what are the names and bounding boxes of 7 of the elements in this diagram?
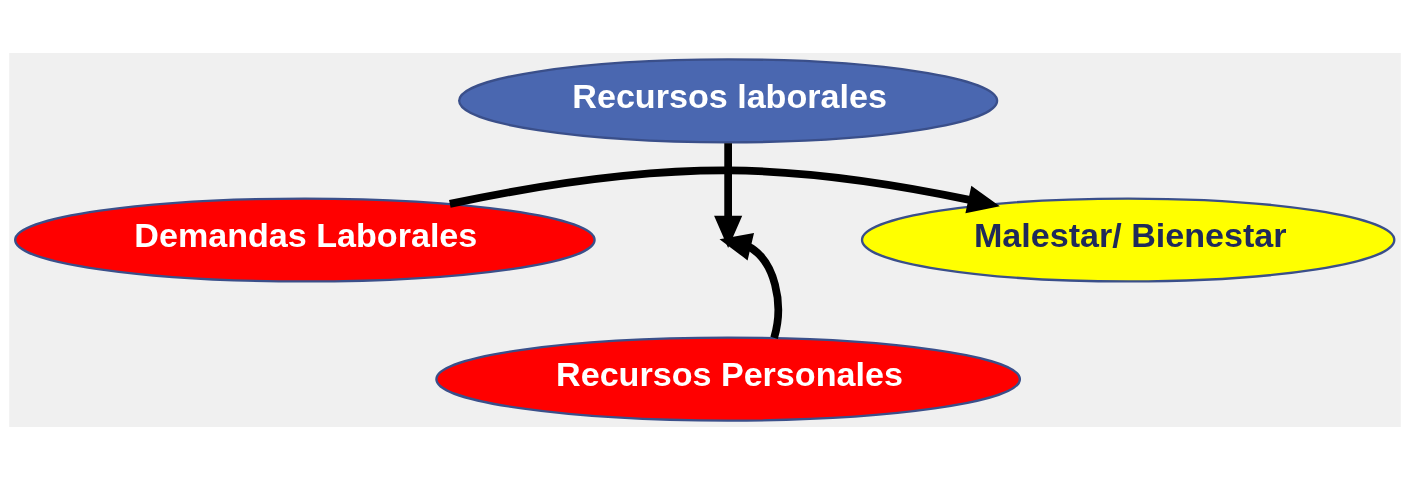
arrow: [714, 143, 743, 248]
node-ellipse: Demandas Laborales: [14, 197, 596, 283]
node-ellipse: Recursos laborales: [458, 58, 999, 144]
arrow: [449, 166, 1000, 214]
node-ellipse: Malestar/ Bienestar: [860, 197, 1396, 283]
node-ellipse: Recursos Personales: [435, 336, 1022, 422]
arrow: [719, 233, 782, 339]
